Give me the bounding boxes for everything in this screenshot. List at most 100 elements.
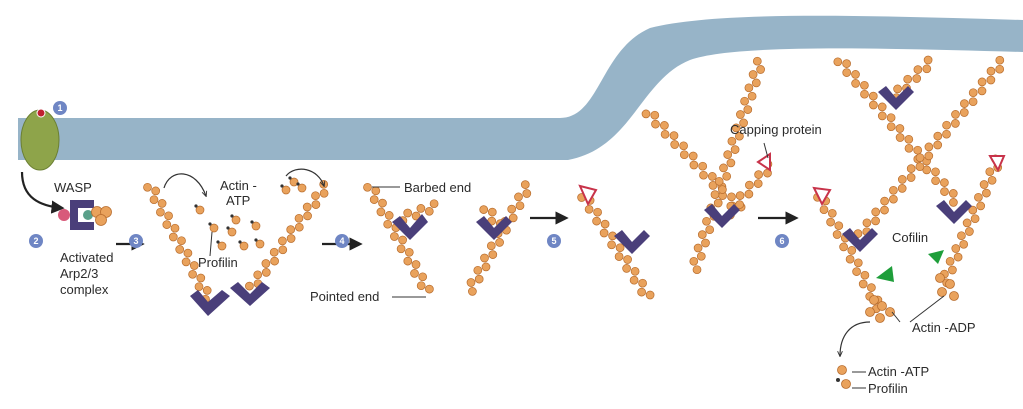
actin-monomer	[630, 266, 640, 276]
actin-monomer	[286, 225, 296, 234]
actin-monomer	[995, 64, 1005, 74]
actin-monomer	[745, 180, 754, 190]
actin-monomer	[181, 257, 191, 267]
actin-monomer	[940, 178, 949, 187]
actin-monomer	[957, 231, 966, 241]
actin-monomer	[985, 167, 995, 177]
capping-protein	[756, 152, 771, 172]
actin-monomer	[522, 189, 532, 198]
actin-monomer	[473, 265, 483, 275]
actin-monomer	[416, 281, 426, 291]
actin-monomer	[903, 74, 913, 84]
actin-monomer	[650, 110, 660, 120]
actin-monomer	[641, 109, 651, 119]
actin-monomer	[507, 204, 517, 214]
profilin-dot	[288, 176, 292, 180]
actin-monomer	[895, 133, 905, 142]
actin-monomer	[164, 211, 173, 221]
actin-atp-label-line1: Actin -	[220, 178, 257, 193]
cofilin-label: Cofilin	[892, 230, 928, 245]
actin-monomer	[474, 274, 484, 284]
arp-complex	[476, 216, 512, 240]
actin-monomer	[162, 220, 172, 229]
actin-monomer	[486, 241, 496, 251]
actin-monomer	[669, 131, 679, 140]
actin-monomer	[719, 163, 728, 173]
actin-monomer	[705, 225, 715, 235]
actin-monomer	[679, 150, 689, 160]
svg-text:5: 5	[551, 236, 556, 246]
cofilin-molecules	[876, 250, 944, 282]
actin-monomer	[702, 216, 711, 226]
profilin-dot	[230, 214, 234, 218]
actin-monomer	[403, 256, 413, 266]
profilin-dot	[194, 204, 198, 208]
recycle-arrow	[840, 321, 871, 356]
arp-complex	[936, 200, 972, 224]
actin-monomer	[383, 219, 393, 229]
actin-monomer	[629, 275, 639, 285]
actin-monomer	[839, 242, 848, 252]
actin-monomer	[847, 246, 857, 255]
capping-protein	[578, 184, 598, 207]
actin-monomer	[743, 105, 753, 114]
actin-monomer	[468, 287, 477, 296]
actin-monomer	[904, 134, 914, 144]
actin-atp-monomer	[297, 183, 307, 193]
actin-monomer	[979, 180, 989, 189]
actin-monomer	[739, 118, 748, 128]
actin-monomer	[679, 141, 688, 151]
actin-monomer	[965, 227, 974, 236]
actin-monomer	[924, 142, 934, 152]
actin-atp-monomer	[281, 185, 291, 195]
monomer-flow-arrow	[285, 168, 324, 186]
actin-monomer	[403, 208, 413, 218]
actin-monomer	[931, 167, 940, 177]
actin-monomer	[948, 189, 958, 198]
actin-monomer	[429, 199, 439, 209]
actin-monomer	[714, 176, 724, 186]
actin-filament	[398, 199, 439, 225]
actin-monomer	[615, 243, 625, 253]
actin-monomer	[751, 78, 761, 88]
actin-monomer	[418, 272, 428, 282]
actin-monomer	[827, 208, 837, 218]
actin-monomer	[692, 265, 702, 275]
actin-monomer	[740, 96, 749, 106]
actin-monomer	[959, 108, 969, 117]
actin-monomer	[623, 255, 632, 264]
actin-filament	[833, 57, 958, 207]
actin-monomer	[915, 153, 925, 163]
svg-text:4: 4	[339, 236, 344, 246]
profilin-dot	[250, 220, 254, 224]
actin-monomer	[834, 221, 844, 231]
actin-atp-monomer	[195, 205, 205, 215]
actin-monomer	[707, 172, 717, 181]
actin-monomer	[411, 260, 421, 269]
actin-monomer	[933, 140, 943, 150]
actin-monomer	[584, 204, 594, 214]
actin-monomer	[261, 259, 271, 268]
actin-monomer	[851, 70, 860, 79]
step-badges: 1 2 3 4 5 6	[29, 101, 789, 248]
actin-monomer	[696, 251, 706, 261]
actin-monomer	[416, 204, 426, 213]
actin-monomer	[736, 110, 745, 119]
actin-monomer	[278, 236, 287, 246]
monomer-flow-arrow	[163, 173, 206, 196]
actin-monomer	[970, 214, 980, 224]
actin-monomer	[278, 245, 288, 255]
actin-monomer	[868, 91, 878, 101]
capping-protein	[812, 186, 832, 207]
profilin-dot	[238, 240, 242, 244]
actin-monomer	[962, 218, 972, 228]
actin-monomer	[748, 70, 758, 79]
actin-monomer	[753, 179, 763, 188]
actin-monomer	[369, 195, 379, 204]
actin-monomer	[871, 216, 880, 226]
actin-monomer	[977, 77, 987, 87]
profilin-dot	[216, 240, 220, 244]
actin-monomer	[520, 180, 530, 189]
actin-monomer	[722, 171, 732, 181]
activated-arp-complex	[58, 200, 112, 230]
